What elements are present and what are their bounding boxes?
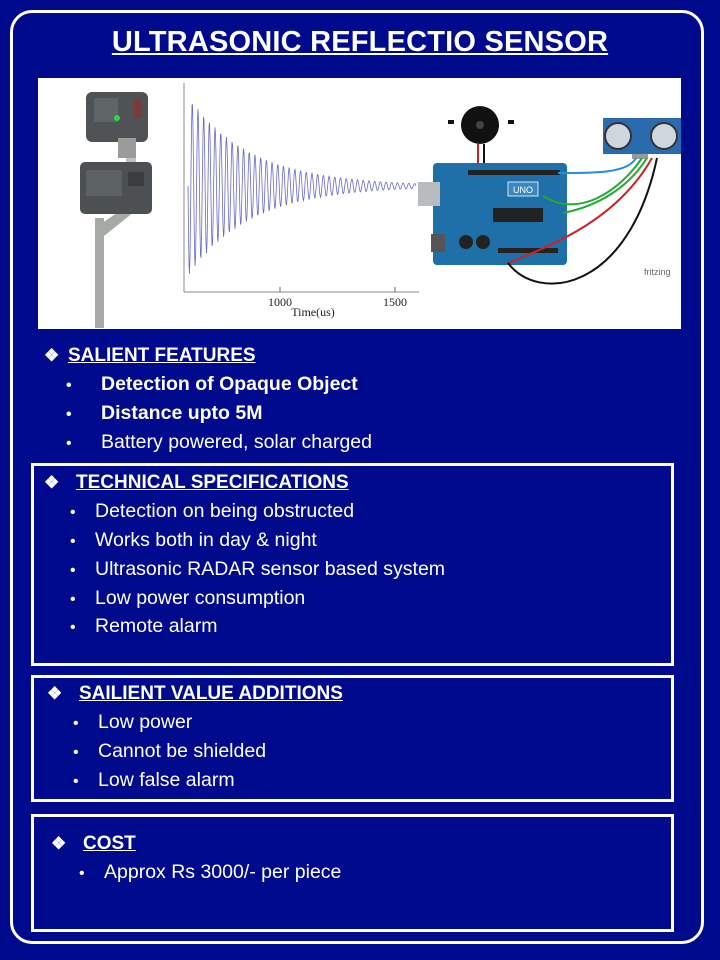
salient-feature-item: •Distance upto 5M — [66, 402, 263, 424]
cost-heading: ❖COST — [51, 833, 136, 854]
bullet-dot-icon: • — [70, 591, 76, 608]
board-label: UNO — [513, 185, 533, 195]
bullet-dot-icon: • — [70, 562, 76, 579]
plot-tick-1500: 1500 — [383, 295, 407, 309]
bullet-dot-icon: • — [79, 865, 85, 882]
salient-feature-item: •Detection of Opaque Object — [66, 373, 358, 395]
technical-specifications-box — [31, 463, 674, 666]
technical-spec-item: •Ultrasonic RADAR sensor based system — [70, 558, 446, 580]
technical-spec-item: •Works both in day & night — [70, 529, 317, 551]
diamond-bullet-icon: ❖ — [44, 346, 60, 365]
cost-box — [31, 814, 674, 932]
waveform-plot: 1000 1500 Time(us) — [183, 83, 419, 319]
value-addition-item: •Cannot be shielded — [73, 740, 267, 762]
bullet-dot-icon: • — [70, 504, 76, 521]
arduino-circuit-diagram: UNO fritzing — [418, 106, 681, 285]
figure-illustration: 1000 1500 Time(us) — [80, 83, 681, 328]
bullet-dot-icon: • — [70, 533, 76, 550]
bullet-dot-icon: • — [73, 744, 79, 761]
salient-features-heading: ❖SALIENT FEATURES — [44, 345, 256, 366]
plot-x-label: Time(us) — [291, 305, 335, 319]
diamond-bullet-icon: ❖ — [47, 684, 63, 703]
value-addition-item: •Low false alarm — [73, 769, 235, 791]
waveform-line — [187, 103, 417, 274]
technical-spec-item: •Low power consumption — [70, 587, 306, 609]
diamond-bullet-icon: ❖ — [51, 834, 67, 853]
sensor-device-image — [80, 92, 152, 328]
value-additions-heading: ❖SAILIENT VALUE ADDITIONS — [47, 683, 343, 704]
value-addition-item: •Low power — [73, 711, 193, 733]
page-title: ULTRASONIC REFLECTIO SENSOR — [111, 26, 609, 58]
bullet-dot-icon: • — [73, 715, 79, 732]
technical-spec-item: •Detection on being obstructed — [70, 500, 355, 522]
salient-feature-item: •Battery powered, solar charged — [66, 431, 372, 453]
technical-spec-item: •Remote alarm — [70, 615, 218, 637]
diamond-bullet-icon: ❖ — [44, 473, 60, 492]
bullet-dot-icon: • — [70, 619, 76, 636]
bullet-dot-icon: • — [73, 773, 79, 790]
outer-frame — [10, 10, 704, 944]
bullet-dot-icon: • — [66, 435, 72, 452]
value-additions-box — [31, 675, 674, 802]
figure-panel: 1000 1500 Time(us) — [38, 78, 681, 329]
technical-specifications-heading: ❖TECHNICAL SPECIFICATIONS — [44, 472, 349, 493]
bullet-dot-icon: • — [66, 406, 72, 423]
cost-item: •Approx Rs 3000/- per piece — [79, 861, 342, 883]
bullet-dot-icon: • — [66, 377, 72, 394]
fritzing-label: fritzing — [644, 267, 671, 277]
plot-tick-1000: 1000 — [268, 295, 292, 309]
